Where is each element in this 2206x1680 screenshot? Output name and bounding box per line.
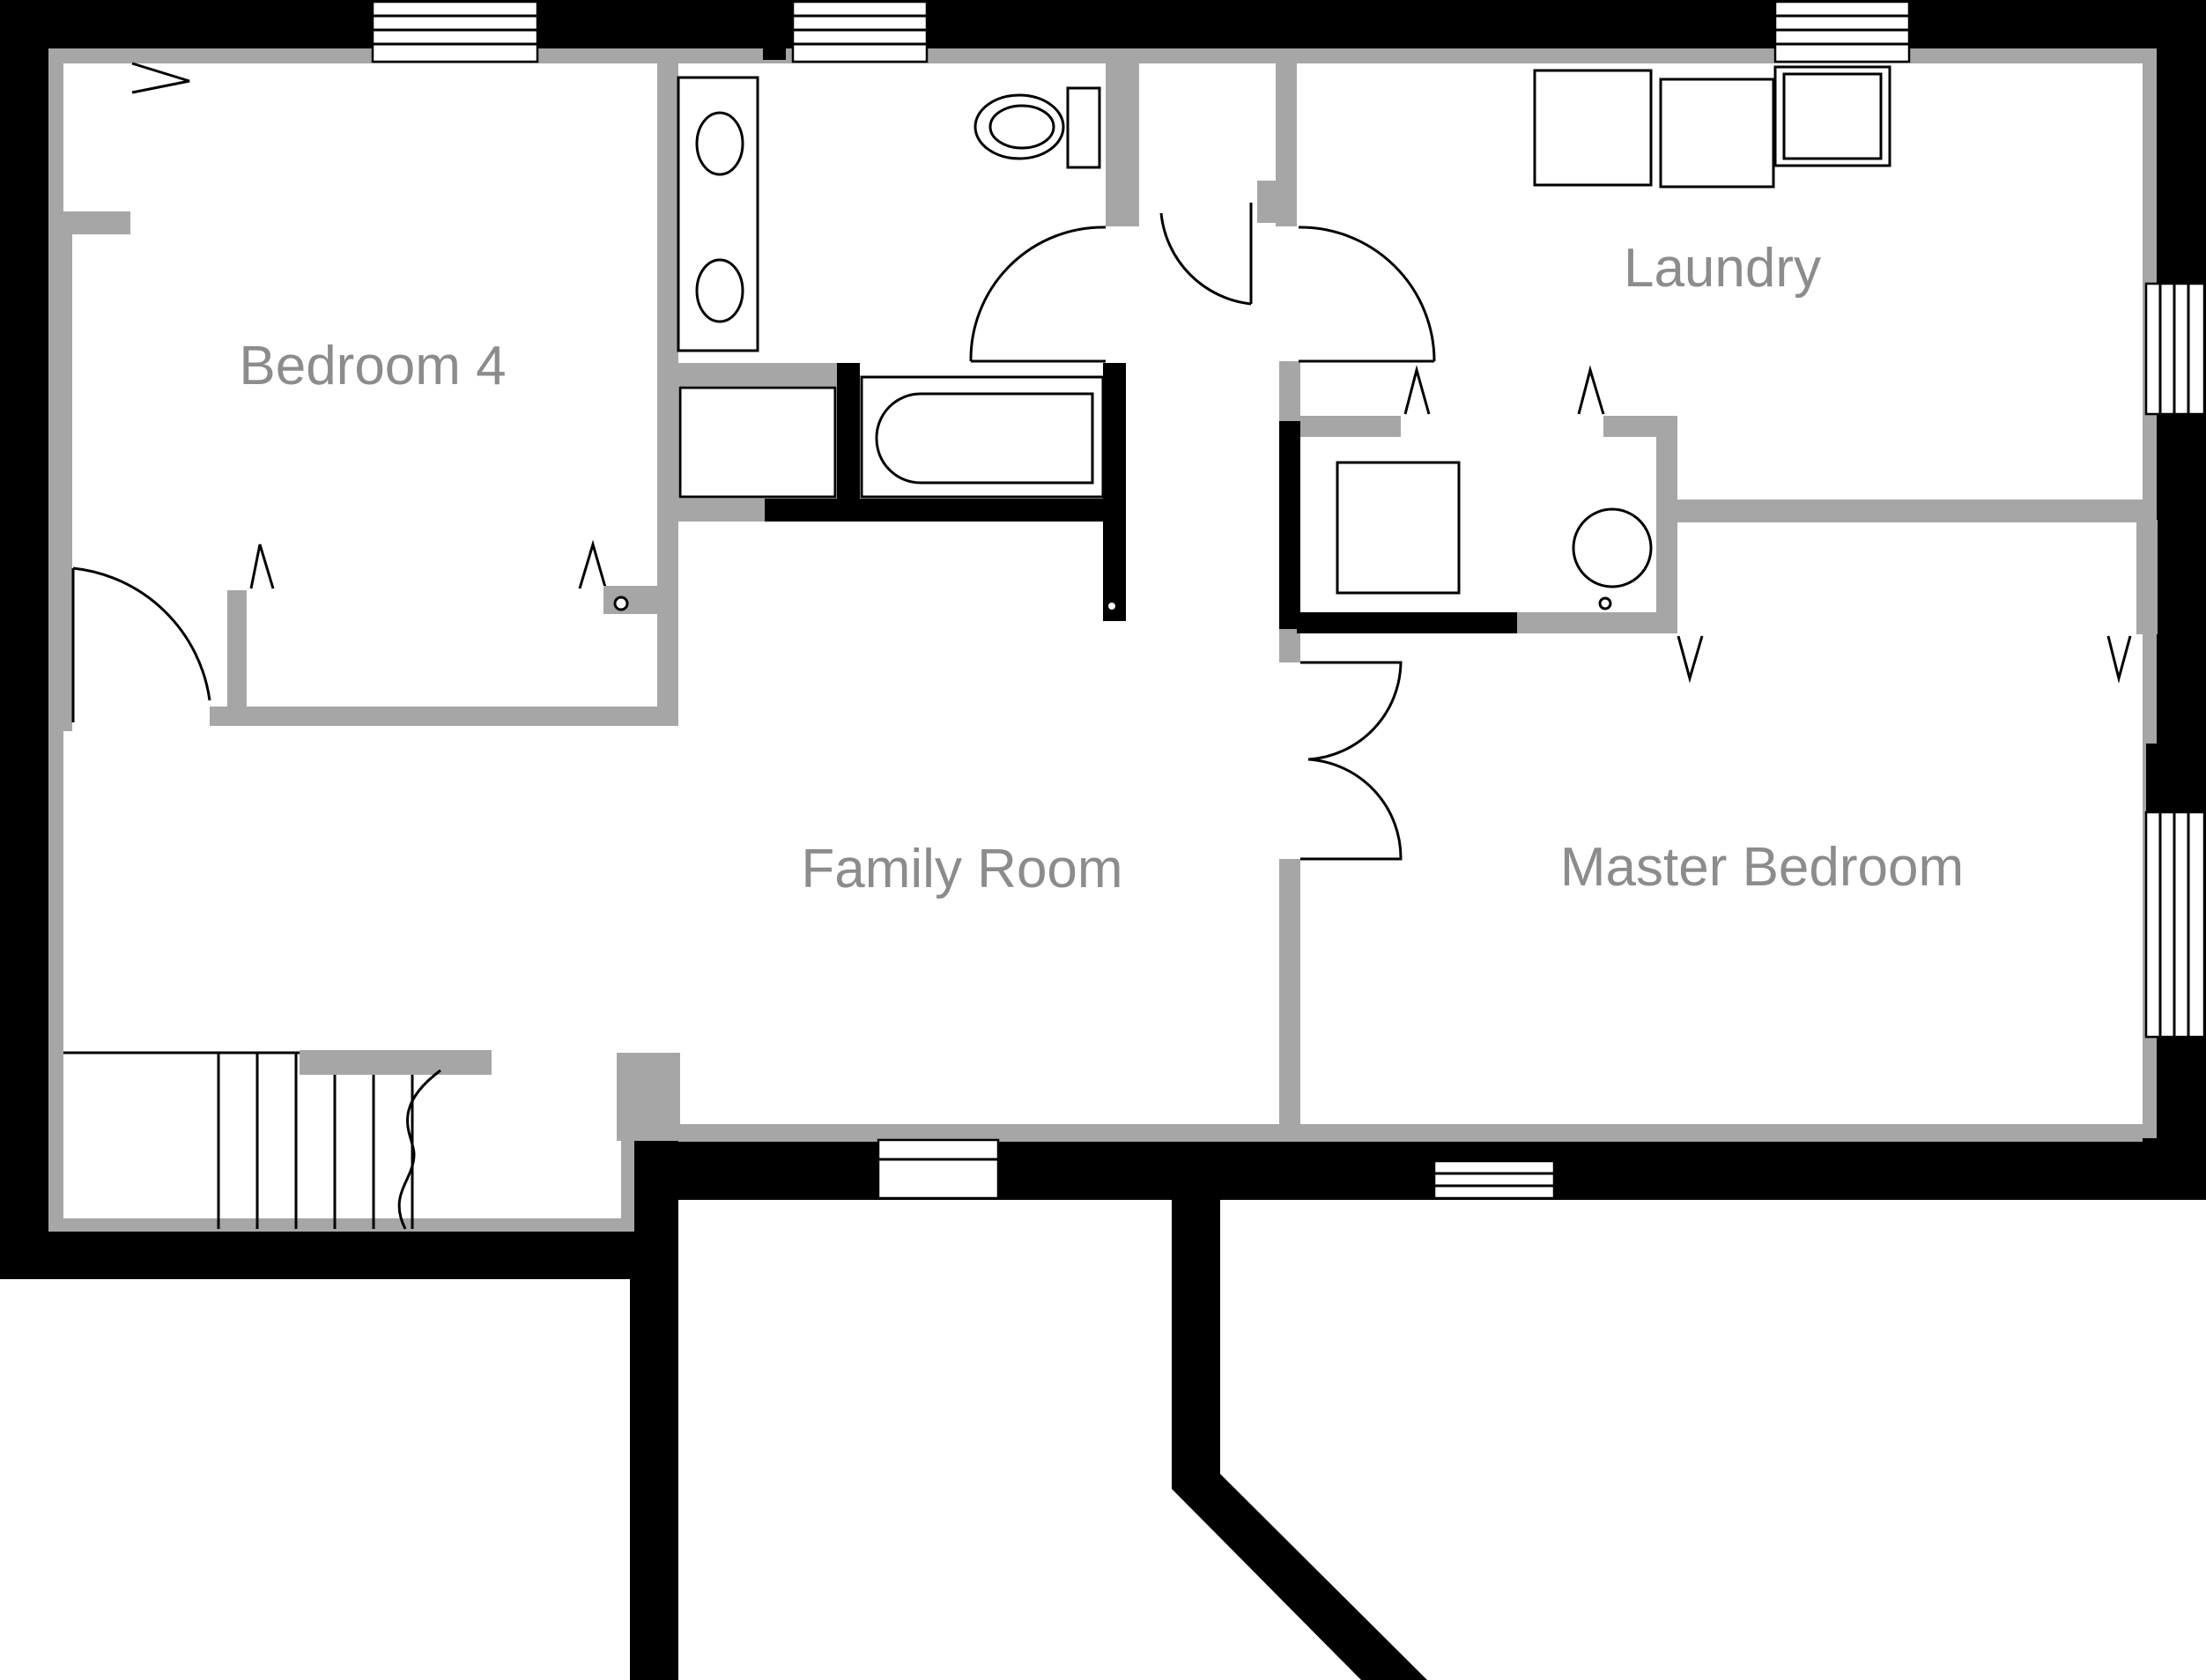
bifold-mechanical-right: [1577, 365, 1605, 415]
room-label-laundry: Laundry: [1624, 238, 1821, 299]
mechanical-north-wall: [1286, 416, 1401, 437]
doors: [71, 203, 1436, 861]
bath-linen-bottom: [678, 499, 766, 522]
bifold-bedroom4-left: [249, 544, 275, 589]
bifold-mechanical-left: [1403, 365, 1431, 415]
room-label-family-room: Family Room: [801, 839, 1122, 899]
stair-handrail: [300, 1050, 492, 1075]
exterior-wall-lower-left: [630, 1180, 678, 1680]
mechanical-south-black: [1297, 612, 1517, 633]
tub-wall-south: [765, 499, 1126, 522]
laundry-master-wall: [1669, 500, 2145, 522]
double-sink-icon: [677, 76, 759, 352]
furnace-icon: [1336, 461, 1461, 595]
bathtub-icon: [860, 375, 1105, 499]
window-top-bath: [791, 0, 929, 63]
exterior-wall-lower-diagonal: [1172, 1180, 1427, 1680]
window-top-bedroom4: [371, 0, 539, 63]
bedroom4-west-jamb: [53, 229, 72, 731]
water-heater-icon: [1572, 507, 1653, 611]
toilet-icon: [973, 86, 1101, 169]
bath-divider: [1106, 63, 1139, 226]
family-room-sw-return: [617, 1053, 680, 1141]
bifold-master-left: [1677, 635, 1704, 684]
stair-break-line: [397, 1069, 441, 1230]
door-bathroom: [969, 226, 1107, 363]
bedroom4-east-wall: [657, 63, 678, 726]
closet-markers: [131, 62, 2132, 684]
room-labels: Bedroom 4 Laundry Family Room Master Bed…: [239, 238, 1964, 899]
window-east-laundry: [2144, 282, 2206, 416]
door-bedroom4: [71, 566, 211, 722]
door-master-bedroom: [1300, 661, 1403, 861]
tub-wall-outlet: [1108, 603, 1115, 610]
utility-sink-icon: [1773, 65, 1891, 167]
bifold-bedroom4-right: [578, 539, 608, 591]
bifold-bedroom4-top: [131, 62, 190, 94]
exterior-wall-main: [0, 0, 2206, 1279]
family-room-bottom-lining: [678, 1124, 2143, 1142]
tub-wall-east: [1103, 363, 1126, 621]
mechanical-south-gray: [1515, 612, 1677, 633]
window-east-master: [2144, 810, 2206, 1039]
master-east-jamb: [2136, 520, 2158, 634]
washer-icon: [1533, 69, 1653, 187]
fixtures: [603, 65, 1891, 614]
laundry-west-wall: [1276, 63, 1297, 226]
family-master-divider: [1279, 859, 1300, 1139]
linen-closet: [678, 386, 837, 499]
room-label-master-bedroom: Master Bedroom: [1560, 837, 1964, 898]
accent-walls: [763, 46, 2160, 812]
bedroom4-south-wall: [210, 707, 678, 726]
mechanical-west-jamb-top: [1279, 361, 1300, 423]
master-east-window-mark: [2146, 744, 2160, 812]
bedroom4-door-jamb: [227, 590, 247, 714]
mechanical-east-wall: [1656, 416, 1677, 632]
tub-wall-west: [837, 363, 860, 513]
windows: [371, 0, 2206, 1200]
window-bottom-master: [1432, 1159, 1556, 1200]
mechanical-west-black: [1279, 421, 1300, 629]
bifold-master-right: [2106, 635, 2132, 684]
door-hall-closet: [1159, 203, 1253, 306]
window-bottom-family: [877, 1138, 1000, 1200]
stairs-icon: [63, 1050, 492, 1230]
window-top-laundry: [1773, 0, 1911, 63]
door-laundry: [1298, 226, 1436, 363]
dryer-icon: [1659, 78, 1775, 189]
bath-switch-mark: [763, 46, 786, 60]
room-label-bedroom-4: Bedroom 4: [239, 336, 506, 396]
bath-linen-top: [678, 363, 839, 386]
outlet-icon: [603, 586, 658, 614]
